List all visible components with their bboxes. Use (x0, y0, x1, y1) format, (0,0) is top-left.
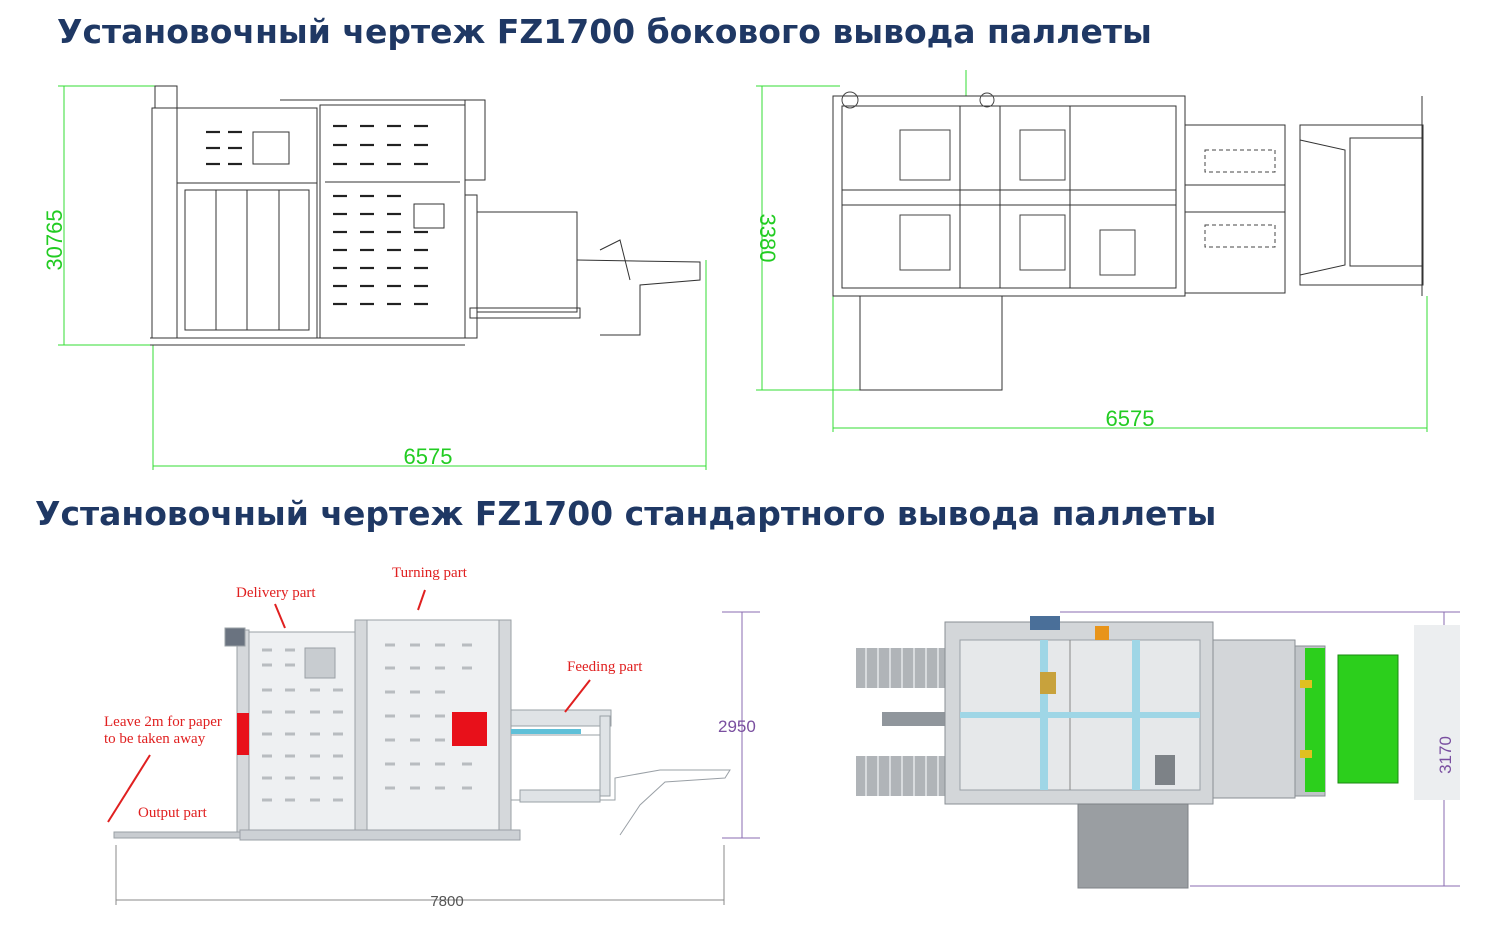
standard-output-front-view (107, 589, 760, 905)
feeding-part-label: Feeding part (567, 659, 643, 675)
turning-part-label: Turning part (392, 565, 468, 581)
side-front-length-dim: 6575 (404, 444, 453, 469)
standard-top-width-dim: 3170 (1436, 736, 1455, 774)
side-output-top-view (756, 70, 1428, 432)
standard-output-top-view (856, 611, 1460, 889)
delivery-part-label: Delivery part (236, 585, 316, 601)
side-output-title: Установочный чертеж FZ1700 бокового выво… (57, 12, 1152, 51)
standard-front-height-dim: 2950 (718, 717, 756, 736)
standard-output-title: Установочный чертеж FZ1700 стандартного … (35, 494, 1217, 533)
leave-space-note-line2: to be taken away (104, 731, 206, 747)
standard-front-length-dim: 7800 (430, 893, 463, 910)
leave-space-note-line1: Leave 2m for paper (104, 714, 222, 730)
side-output-front-view (58, 85, 707, 470)
side-top-length-dim: 6575 (1106, 406, 1155, 431)
side-top-width-dim: 3380 (755, 214, 780, 263)
side-front-height-dim: 30765 (42, 209, 67, 270)
output-part-label: Output part (138, 805, 208, 821)
